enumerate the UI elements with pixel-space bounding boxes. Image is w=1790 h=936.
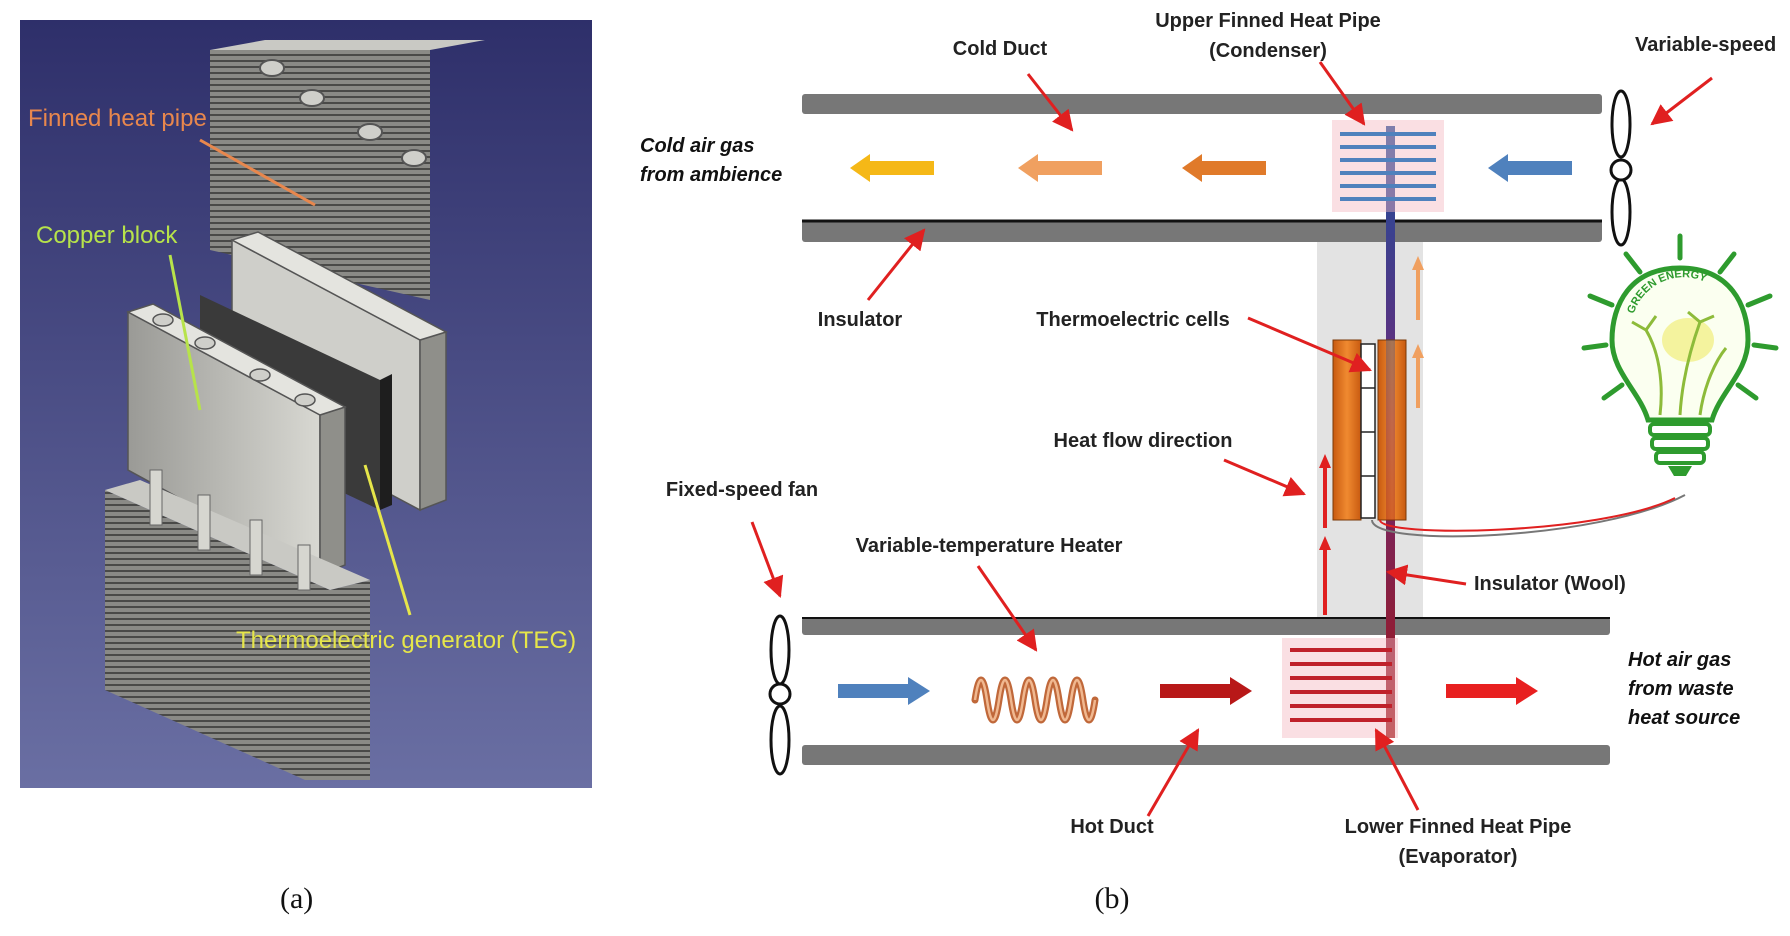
thermoelectric-cells-label: Thermoelectric cells [1036,309,1229,331]
hot-duct-bottom-wall [802,745,1610,765]
cold-air-label-line2: from ambience [640,164,782,186]
hot-air-label-line3: heat source [1628,707,1740,729]
heater-label: Variable-temperature Heater [856,535,1123,557]
copper-block-label: Copper block [36,222,178,249]
lower-fins [1282,638,1398,738]
teg-label: Thermoelectric generator (TEG) [236,627,576,654]
pointer-heat-flow [1223,458,1306,497]
variable-speed-fan [1609,89,1633,247]
pointer-upper-pipe [1318,61,1366,126]
hot-air-label-line2: from waste [1628,678,1734,700]
hot-duct-top-wall [802,617,1610,635]
hot-air-label-line1: Hot air gas [1628,649,1731,671]
pointer-thermoelectric-cells [1247,316,1372,373]
cold-duct-bottom-wall [802,220,1602,242]
pointer-hot-duct [1146,728,1200,817]
finned-heat-pipe-label: Finned heat pipe [28,105,207,132]
hot-airflow-arrows [838,677,1538,705]
lower-pipe-label-line2: (Evaporator) [1399,846,1518,868]
pointer-cold-duct [1026,73,1074,132]
caption-b: (b) [1095,882,1130,915]
upper-pipe-label-line1: Upper Finned Heat Pipe [1155,10,1381,32]
panel-a: Finned heat pipe Copper block Thermoelec… [20,20,592,915]
pointer-heater [976,565,1038,652]
thermoelectric-stack [1332,339,1407,521]
variable-speed-label: Variable-speed [1635,34,1776,56]
finned-heat-pipe-leader [199,138,316,207]
lower-pipe-label-line1: Lower Finned Heat Pipe [1345,816,1572,838]
insulator-wool-label: Insulator (Wool) [1474,573,1626,595]
copper-block-leader [168,254,202,411]
teg-leader [363,464,412,616]
green-energy-bulb-icon: GREEN ENERGY [1581,233,1779,476]
heater-coil [971,676,1099,724]
pointer-lower-pipe [1374,728,1420,811]
fixed-speed-fan-label: Fixed-speed fan [666,479,818,501]
cold-duct-label: Cold Duct [953,38,1048,60]
front-copper-block [126,303,347,577]
insulator-label: Insulator [818,309,903,331]
hot-duct-label: Hot Duct [1070,816,1154,838]
caption-a: (a) [280,882,313,915]
fixed-speed-fan [768,614,792,776]
cold-air-label-line1: Cold air gas [640,135,754,157]
lower-heat-sink [105,469,370,780]
pointer-insulator [866,228,926,301]
heat-flow-arrows [1319,256,1424,615]
wire-negative [1371,494,1686,538]
pointer-arrows [750,61,1713,817]
upper-fins [1332,120,1444,212]
heat-flow-label: Heat flow direction [1054,430,1233,452]
upper-pipe-label-line2: (Condenser) [1209,40,1327,62]
wire-positive [1379,497,1676,532]
pointer-variable-speed [1650,76,1713,126]
cold-airflow-arrows [850,154,1572,182]
cold-duct-top-wall [802,94,1602,114]
pointer-insulator-wool [1385,564,1467,586]
pointer-fixed-fan [750,521,784,598]
panel-b: GREEN ENERGY Upper Finned Heat Pipe (Con… [640,10,1779,915]
